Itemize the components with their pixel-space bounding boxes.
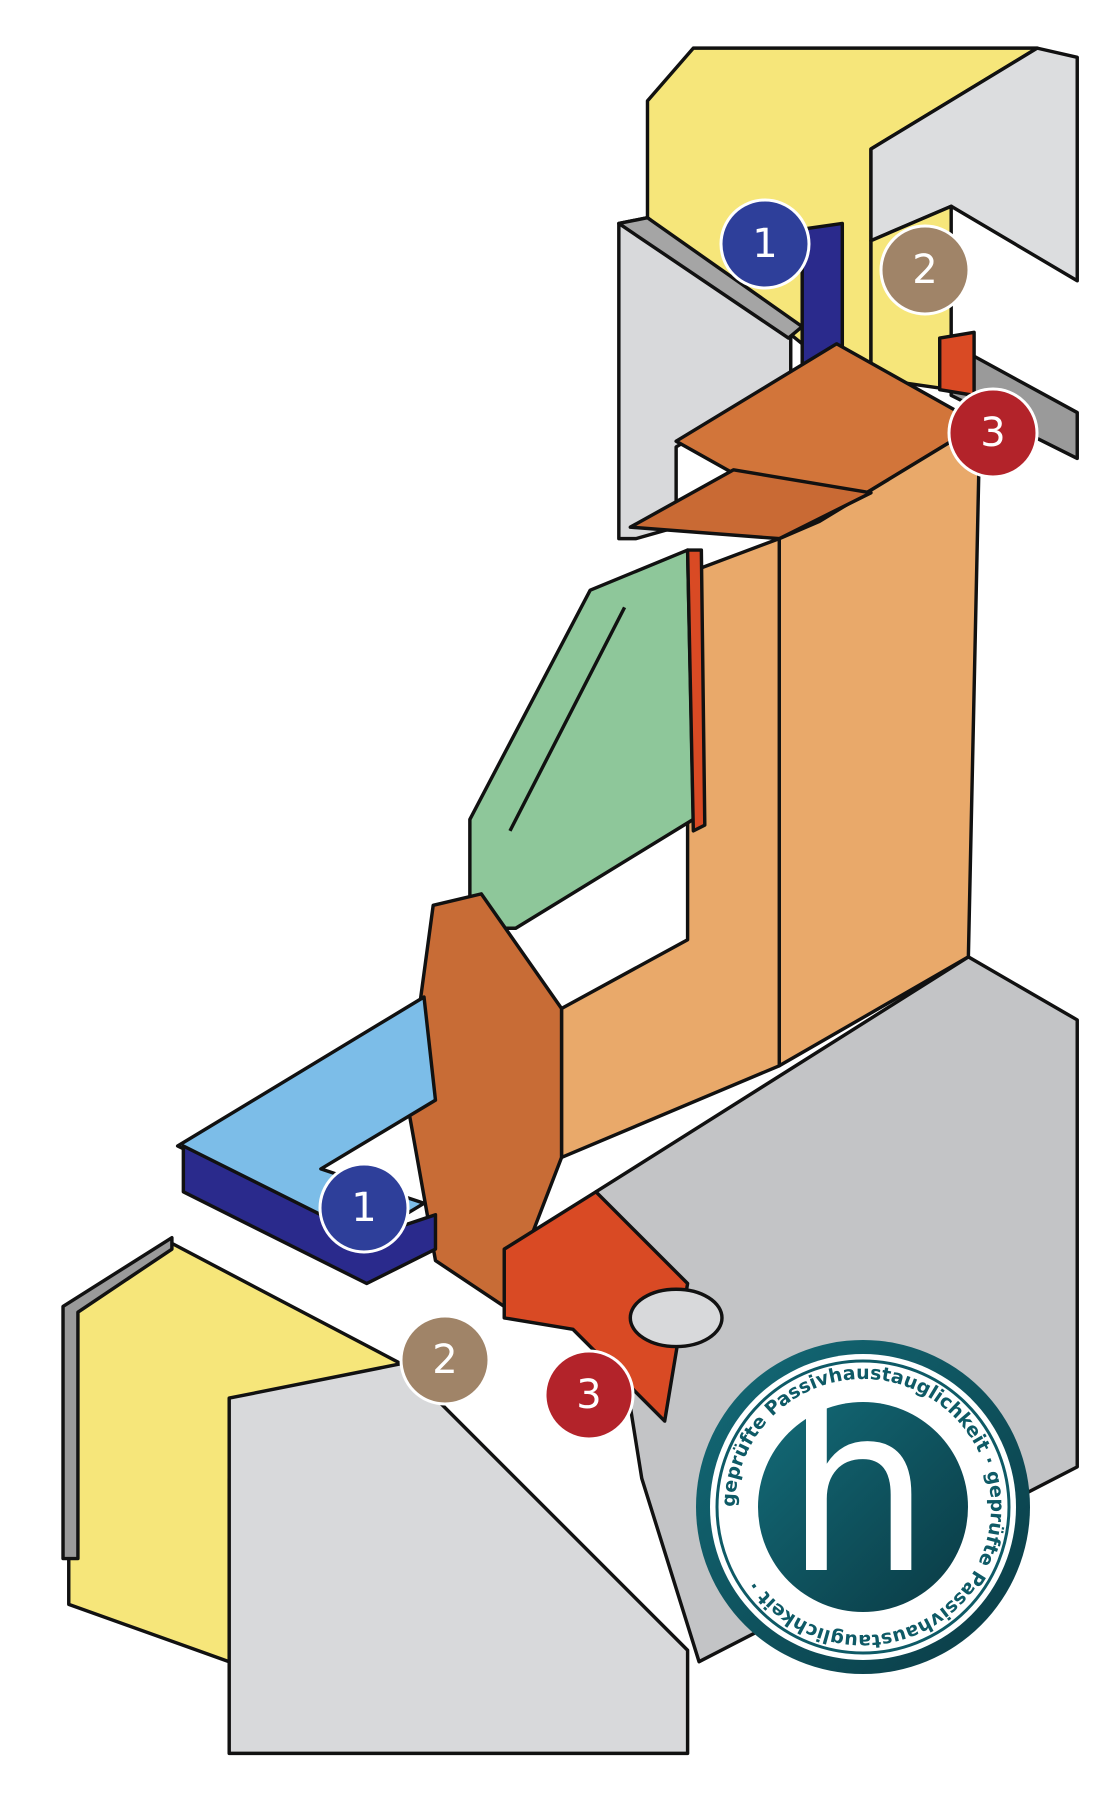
passivhaus-seal: h geprüfte Passivhaustauglichkeit · gepr… <box>696 1340 1030 1674</box>
marker-bottom-1: 1 <box>318 1162 410 1254</box>
bottom-wall-block <box>227 1362 690 1756</box>
svg-text:1: 1 <box>351 1185 376 1231</box>
marker-top-3: 3 <box>947 387 1039 479</box>
svg-text:3: 3 <box>980 410 1005 456</box>
svg-text:3: 3 <box>576 1372 601 1418</box>
svg-text:2: 2 <box>432 1337 457 1383</box>
bottom-red-tape <box>502 1190 690 1423</box>
marker-top-2: 2 <box>879 224 971 316</box>
svg-text:1: 1 <box>752 221 777 267</box>
glass-spacer <box>685 548 707 833</box>
marker-bottom-3: 3 <box>543 1349 635 1441</box>
svg-text:2: 2 <box>912 247 937 293</box>
glass-pane <box>468 548 696 930</box>
insulation-tube <box>628 1287 724 1349</box>
marker-top-1: 1 <box>719 198 811 290</box>
sash-top <box>628 468 873 541</box>
top-expansion-tape <box>938 330 976 398</box>
marker-bottom-2: 2 <box>399 1314 491 1406</box>
bottom-wall-plaster <box>61 1235 174 1561</box>
seal-letter: h <box>785 1358 931 1625</box>
